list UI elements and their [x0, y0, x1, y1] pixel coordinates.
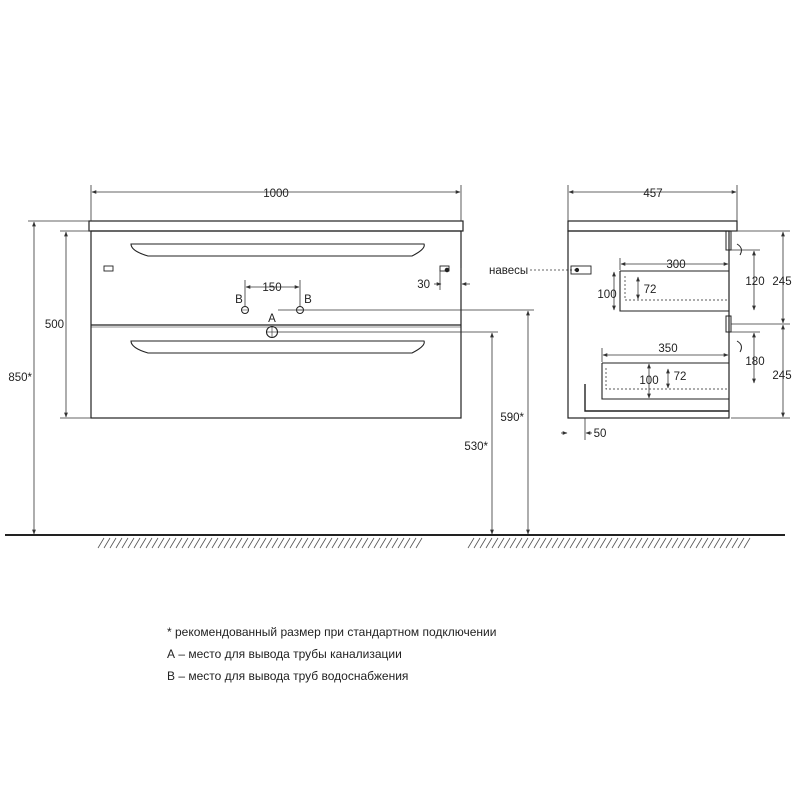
legend-note-a: А – место для вывода трубы канализации — [167, 647, 402, 661]
side-hinge-bracket — [570, 265, 592, 275]
front-view — [88, 220, 464, 419]
label-supply-left: B — [235, 294, 243, 306]
dim-top-drawer-inner: 72 — [644, 284, 657, 296]
dim-drain-height: 590* — [500, 412, 524, 424]
side-top-handle — [736, 243, 742, 256]
dim-body-height: 500 — [45, 319, 64, 331]
front-labels: 1000 850* 500 150 B B A 590* 530* 30 нав… — [8, 188, 528, 453]
dim-top-drawer-depth: 300 — [666, 259, 685, 271]
side-countertop — [567, 220, 738, 232]
legend-note-b: В – место для вывода труб водоснабжения — [167, 669, 409, 683]
dim-bottom-drawer-height: 100 — [639, 375, 658, 387]
label-supply-right: B — [304, 294, 312, 306]
dim-pipe-spacing: 150 — [262, 282, 281, 294]
front-hinge-left — [103, 265, 114, 272]
dim-hinge-offset: 30 — [417, 279, 430, 291]
top-drawer-handle — [130, 243, 425, 257]
side-bottom-drawer-box — [601, 362, 729, 400]
dim-width: 1000 — [263, 188, 289, 200]
label-drain: A — [268, 313, 276, 325]
bottom-drawer-handle — [130, 340, 425, 354]
side-dimensions — [561, 185, 790, 440]
side-labels: 457 300 100 72 120 245 350 100 72 180 24… — [594, 188, 792, 440]
dim-bottom-drawer-inner: 72 — [674, 371, 687, 383]
label-hinges: навесы — [489, 265, 528, 277]
side-back-plinth — [584, 384, 729, 412]
dim-supply-height: 530* — [464, 441, 488, 453]
side-view — [567, 220, 742, 419]
legend: * рекомендованный размер при стандартном… — [167, 621, 496, 687]
legend-note-star: * рекомендованный размер при стандартном… — [167, 625, 497, 639]
dim-top-front: 120 — [745, 276, 764, 288]
front-dimensions — [28, 185, 575, 535]
dim-depth: 457 — [643, 188, 662, 200]
side-top-drawer-box — [619, 270, 729, 312]
front-countertop — [88, 220, 464, 232]
side-cabinet-body — [567, 230, 730, 419]
side-bottom-handle — [736, 340, 742, 353]
dim-bottom-front: 180 — [745, 356, 764, 368]
dim-top-drawer-height: 100 — [597, 289, 616, 301]
dim-total-height: 850* — [8, 372, 32, 384]
supply-hole-left — [241, 306, 249, 314]
dim-top-pitch: 245 — [772, 276, 791, 288]
floor — [5, 534, 785, 549]
dim-bottom-pitch: 245 — [772, 370, 791, 382]
dim-bottom-drawer-depth: 350 — [658, 343, 677, 355]
dim-back-gap: 50 — [594, 428, 607, 440]
